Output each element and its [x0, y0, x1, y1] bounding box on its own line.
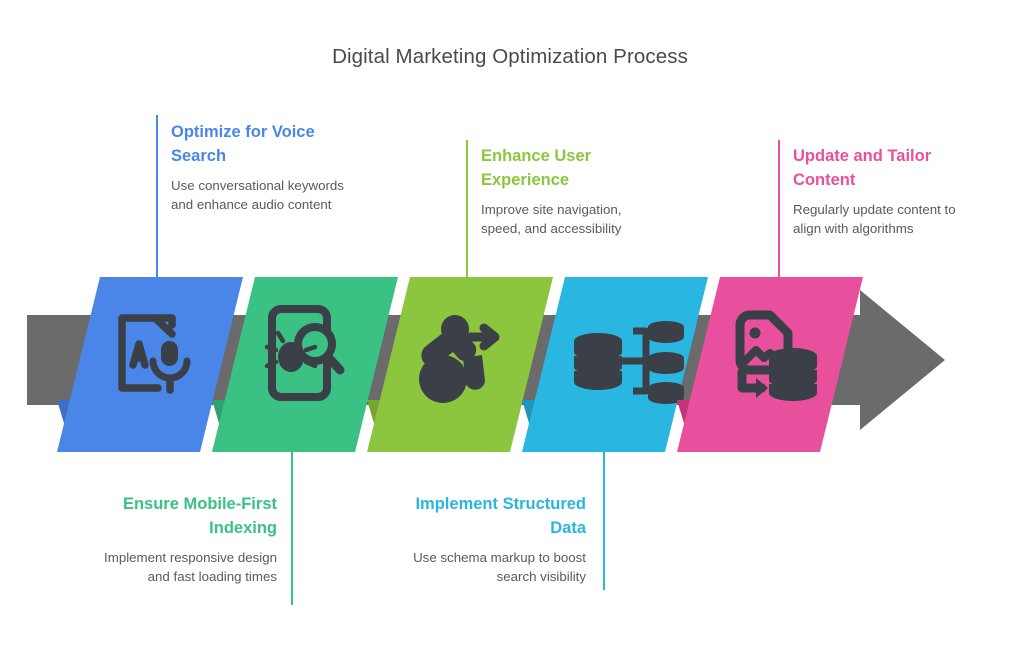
callout-heading: Implement Structured Data	[415, 495, 586, 537]
connector-lines	[156, 115, 780, 605]
callout-implement-structured-data: Implement Structured Data Use schema mar…	[410, 492, 586, 586]
accessibility-arrow-icon	[419, 315, 500, 403]
image-to-database-icon	[735, 310, 817, 401]
callout-heading: Enhance User Experience	[481, 147, 592, 189]
callout-optimize-voice-search: Optimize for Voice Search Use conversati…	[171, 120, 356, 214]
step-shape-optimize-voice-search[interactable]	[57, 277, 243, 452]
callout-heading: Ensure Mobile-First Indexing	[122, 495, 277, 537]
step-shape-update-tailor-content[interactable]	[677, 277, 863, 452]
callout-heading: Update and Tailor Content	[793, 147, 932, 189]
callout-description: Implement responsive design and fast loa…	[104, 550, 277, 584]
callout-ensure-mobile-first-indexing: Ensure Mobile-First Indexing Implement r…	[95, 492, 277, 586]
database-structure-icon	[574, 321, 684, 404]
callout-description: Use conversational keywords and enhance …	[171, 178, 344, 212]
callout-description: Use schema markup to boost search visibi…	[413, 550, 586, 584]
callout-update-tailor-content: Update and Tailor Content Regularly upda…	[793, 144, 983, 238]
callout-description: Improve site navigation, speed, and acce…	[481, 202, 622, 236]
mobile-inspect-icon	[264, 305, 345, 401]
page-title: Digital Marketing Optimization Process	[332, 45, 688, 68]
callout-enhance-user-experience: Enhance User Experience Improve site nav…	[481, 144, 661, 238]
callout-heading: Optimize for Voice Search	[171, 123, 315, 165]
step-shape-implement-structured-data[interactable]	[522, 277, 708, 452]
step-shape-enhance-user-experience[interactable]	[367, 277, 553, 452]
step-shape-ensure-mobile-first-indexing[interactable]	[212, 277, 398, 452]
document-microphone-icon	[118, 314, 191, 394]
callout-description: Regularly update content to align with a…	[793, 202, 956, 236]
